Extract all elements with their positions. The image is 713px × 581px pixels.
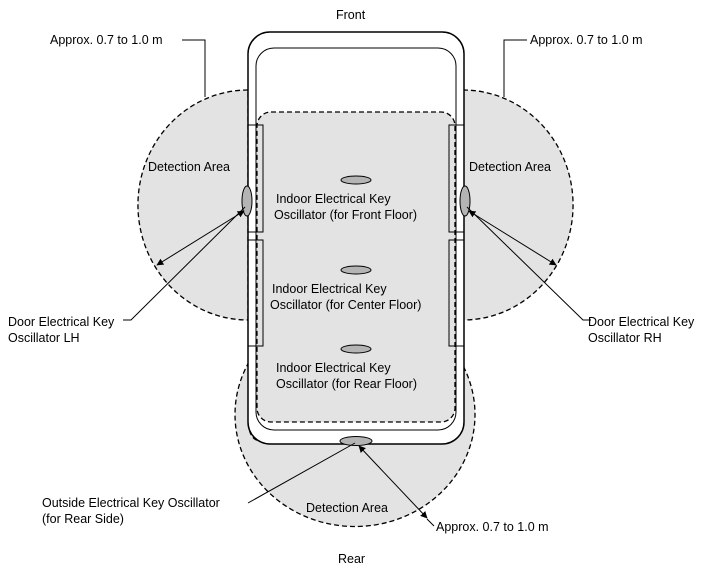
leader-approx-right: [503, 39, 527, 97]
indoor-front-label-line2: Oscillator (for Front Floor): [274, 208, 417, 222]
leader-approx-left: [182, 39, 206, 97]
leader-outside-rear: [247, 442, 356, 504]
front-label: Front: [336, 8, 366, 22]
range-arrows: [156, 210, 557, 519]
labels: Front Rear Approx. 0.7 to 1.0 m Approx. …: [8, 8, 695, 566]
door-rh-label-line1: Door Electrical Key: [588, 315, 695, 329]
right-range-arrow: [468, 210, 557, 266]
indoor-center-label-line2: Oscillator (for Center Floor): [270, 298, 421, 312]
indoor-rear-label-line1: Indoor Electrical Key: [276, 361, 391, 375]
leader-door-lh: [123, 206, 246, 321]
door-oscillator-lh: [241, 185, 253, 217]
door-lh-label-line1: Door Electrical Key: [8, 315, 115, 329]
indoor-rear-label-line2: Oscillator (for Rear Floor): [276, 377, 417, 391]
indoor-oscillator-front: [340, 175, 372, 185]
door-oscillator-rh: [459, 185, 471, 217]
indoor-front-label-line1: Indoor Electrical Key: [276, 192, 391, 206]
approx-right-label: Approx. 0.7 to 1.0 m: [530, 33, 643, 47]
outside-oscillator-rear: [339, 436, 373, 446]
approx-left-label: Approx. 0.7 to 1.0 m: [50, 33, 163, 47]
right-door-lines: [448, 124, 464, 347]
vehicle-inner-outline: [255, 47, 457, 431]
left-range-arrow: [156, 210, 245, 266]
leader-approx-rear: [426, 518, 435, 527]
outside-label-line2: (for Rear Side): [42, 512, 124, 526]
indoor-center-label-line1: Indoor Electrical Key: [272, 282, 387, 296]
door-rh-label-line2: Oscillator RH: [588, 331, 662, 345]
rear-label: Rear: [338, 552, 365, 566]
left-door-lines: [248, 124, 264, 347]
leader-lines: [123, 39, 591, 527]
detection-left-label: Detection Area: [148, 160, 230, 174]
door-lh-label-line2: Oscillator LH: [8, 331, 80, 345]
detection-rear-label: Detection Area: [306, 501, 388, 515]
oscillators: [241, 175, 471, 446]
indoor-oscillator-center: [340, 265, 372, 275]
approx-rear-label: Approx. 0.7 to 1.0 m: [436, 520, 549, 534]
indoor-oscillator-rear: [340, 344, 372, 354]
outside-label-line1: Outside Electrical Key Oscillator: [42, 496, 220, 510]
right-detection-zone: [462, 89, 574, 321]
rear-range-arrow: [358, 445, 428, 519]
detection-right-label: Detection Area: [469, 160, 551, 174]
leader-door-rh: [466, 206, 591, 321]
left-detection-zone: [137, 89, 249, 321]
